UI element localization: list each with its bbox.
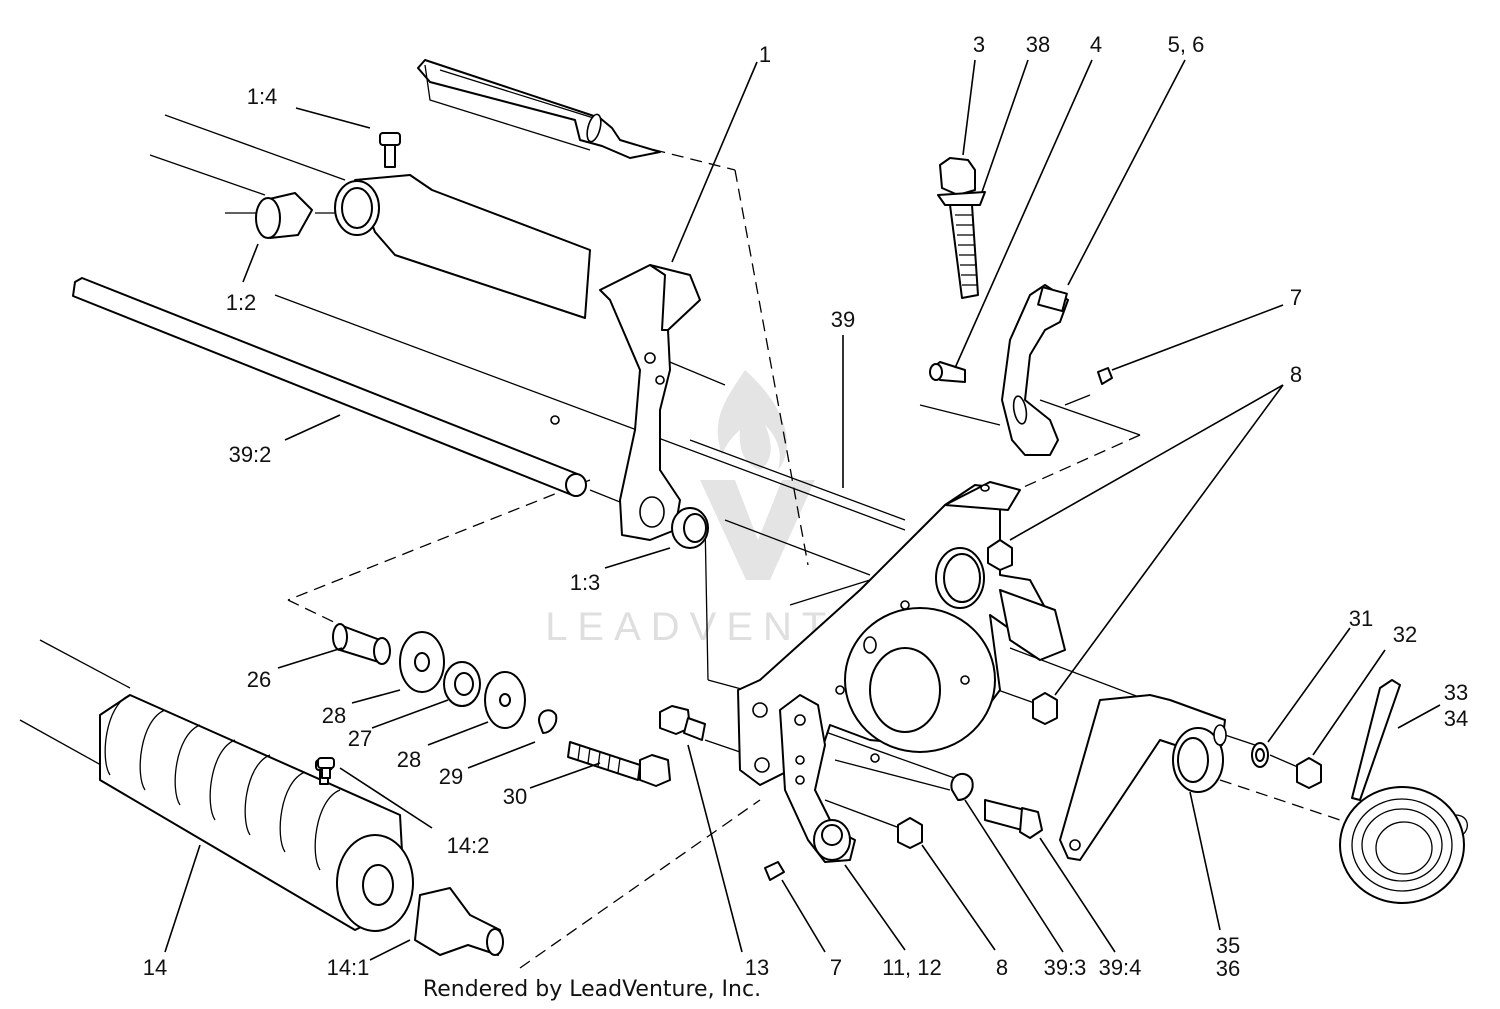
nut-8-lower (897, 817, 923, 849)
credit-text: Rendered by LeadVenture, Inc. (423, 977, 761, 1002)
callout-32: 32 (1393, 622, 1417, 647)
bolt-30 (567, 741, 671, 787)
link-arm-11-12 (779, 694, 856, 863)
callout-28-a: 28 (322, 703, 346, 728)
clip-29 (538, 709, 558, 734)
callout-33: 33 (1444, 680, 1468, 705)
callout-27: 27 (348, 726, 372, 751)
callout-8-top: 8 (1290, 362, 1302, 387)
washer-28-b (484, 671, 526, 729)
callout-5-6: 5, 6 (1168, 32, 1205, 57)
bolt-39-4 (984, 799, 1043, 839)
callout-7-top: 7 (1290, 285, 1302, 310)
pivot-tube (334, 132, 591, 319)
callout-3: 3 (973, 32, 985, 57)
square-nut-7-bottom (764, 861, 785, 881)
washer-28-a (399, 631, 445, 693)
leader-lines (164, 59, 1441, 961)
callout-8-bottom: 8 (996, 955, 1008, 980)
callout-29: 29 (439, 764, 463, 789)
callout-36: 36 (1216, 956, 1240, 981)
callout-35: 35 (1216, 933, 1240, 958)
torsion-spring-33-34 (1339, 679, 1468, 904)
callout-14-1: 14:1 (327, 955, 370, 980)
screw-7-top (1097, 367, 1113, 385)
callout-1-2: 1:2 (226, 290, 257, 315)
callout-39: 39 (831, 307, 855, 332)
center-lines (19, 114, 1301, 831)
leadventure-logo-icon (700, 370, 815, 580)
callout-7-bottom: 7 (830, 955, 842, 980)
callout-11-12: 11, 12 (882, 955, 942, 980)
callout-39-2: 39:2 (229, 442, 272, 467)
rod-39-2 (72, 277, 587, 497)
callout-30: 30 (503, 784, 527, 809)
callout-labels: 1 1:4 1:2 1:3 3 38 4 5, 6 7 8 39 39:2 26… (143, 32, 1468, 981)
callout-13: 13 (745, 955, 769, 980)
washer-31 (1251, 742, 1269, 768)
callout-26: 26 (247, 667, 271, 692)
callout-4: 4 (1090, 32, 1102, 57)
bolt-4 (929, 361, 966, 383)
bolt-3 (937, 157, 986, 299)
callout-1: 1 (759, 42, 771, 67)
grease-fitting-14-2 (317, 757, 335, 779)
callout-31: 31 (1349, 606, 1373, 631)
nut-8-top (987, 539, 1013, 571)
callout-28-b: 28 (397, 747, 421, 772)
callout-14: 14 (143, 955, 167, 980)
callout-1-3: 1:3 (570, 570, 601, 595)
bearing-27 (443, 661, 481, 707)
lever-arm-1 (599, 264, 701, 541)
callout-39-4: 39:4 (1099, 955, 1142, 980)
clip-39-3 (950, 772, 974, 801)
callout-14-2: 14:2 (447, 833, 490, 858)
bushing-1-2 (255, 192, 313, 239)
spring-bracket-5-6 (1001, 284, 1069, 456)
idler-arm-35-36 (1059, 694, 1227, 861)
bushing-1-3 (671, 507, 709, 549)
callout-39-3: 39:3 (1044, 955, 1087, 980)
shaft-14-1 (414, 887, 504, 956)
spring-14 (99, 694, 414, 932)
nut-8-right (1032, 692, 1058, 725)
callout-38: 38 (1026, 32, 1050, 57)
spacer-26 (332, 623, 391, 665)
nut-32 (1296, 757, 1322, 789)
callout-1-4: 1:4 (247, 84, 278, 109)
bolt-13 (659, 705, 706, 741)
frame-bracket (417, 59, 661, 159)
callout-34: 34 (1444, 706, 1468, 731)
